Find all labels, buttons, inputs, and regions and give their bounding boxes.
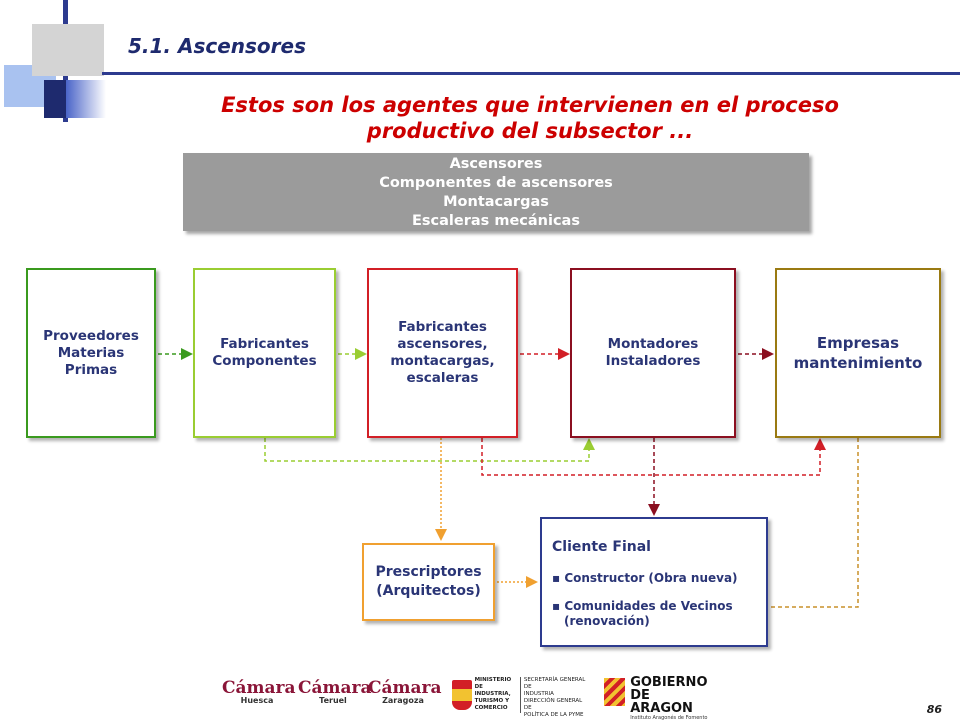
- product-item: Montacargas: [443, 194, 549, 210]
- box-proveedores-label: Proveedores Materias Primas: [43, 327, 139, 378]
- secretaria-text: SECRETARÍA GENERAL DE INDUSTRIA DIRECCIÓ…: [519, 677, 587, 718]
- header-square-blue: [66, 80, 106, 118]
- coat-of-arms-icon: [452, 680, 472, 710]
- cliente-item: ▪ Constructor (Obra nueva): [552, 571, 738, 585]
- product-item: Ascensores: [449, 156, 543, 172]
- arrow-fabricantes-mantenimiento: [481, 438, 826, 476]
- box-cliente-final: Cliente Final ▪ Constructor (Obra nueva)…: [540, 517, 768, 647]
- arrow-mantenimiento-cliente: [731, 438, 859, 613]
- logo-city-text: Huesca: [240, 696, 274, 705]
- logo-city-text: Teruel: [319, 696, 347, 705]
- gobierno-text: GOBIERNO DE ARAGON Instituto Aragonés de…: [630, 675, 708, 721]
- box-montadores-label: Montadores Instaladores: [605, 336, 701, 369]
- logo-camara-text: Cámara: [222, 678, 296, 698]
- logo-city-text: Zaragoza: [382, 696, 424, 705]
- header-square-gray: [32, 24, 104, 76]
- page-number: 86: [926, 703, 942, 716]
- box-fabricantes-componentes-label: Fabricantes Componentes: [212, 336, 317, 369]
- logo-ministerio: MINISTERIO DE INDUSTRIA, TURISMO Y COMER…: [452, 677, 587, 718]
- aragon-flag-icon: [604, 678, 626, 706]
- box-mantenimiento-label: Empresas mantenimiento: [793, 334, 923, 372]
- product-item: Componentes de ascensores: [379, 175, 613, 191]
- arrow-componentes-montadores: [264, 438, 595, 462]
- box-fabricantes-componentes: Fabricantes Componentes: [193, 268, 336, 438]
- cliente-item: ▪ Comunidades de Vecinos: [552, 599, 733, 613]
- ministerio-text: MINISTERIO DE INDUSTRIA, TURISMO Y COMER…: [474, 677, 512, 711]
- box-prescriptores: Prescriptores (Arquitectos): [362, 543, 495, 621]
- box-fabricantes-ascensores: Fabricantes ascensores, montacargas, esc…: [367, 268, 518, 438]
- product-item: Escaleras mecánicas: [412, 213, 580, 229]
- box-fabricantes-ascensores-label: Fabricantes ascensores, montacargas, esc…: [390, 319, 495, 386]
- box-montadores: Montadores Instaladores: [570, 268, 736, 438]
- box-prescriptores-label: Prescriptores (Arquitectos): [375, 564, 482, 599]
- logo-camara-text: Cámara: [298, 678, 372, 698]
- logo-camara-zaragoza: Cámara Zaragoza: [368, 678, 442, 705]
- headline-line-2: productivo del subsector ...: [366, 119, 694, 143]
- logo-camara-huesca: Cámara Huesca: [222, 678, 296, 705]
- box-mantenimiento: Empresas mantenimiento: [775, 268, 941, 438]
- headline-line-1: Estos son los agentes que intervienen en…: [221, 93, 839, 117]
- products-banner: Ascensores Componentes de ascensores Mon…: [183, 153, 809, 231]
- header-square-navy: [44, 80, 66, 118]
- section-title: 5.1. Ascensores: [128, 34, 307, 58]
- logo-gobierno-aragon: GOBIERNO DE ARAGON Instituto Aragonés de…: [604, 675, 714, 721]
- header-rule: [102, 72, 960, 75]
- cliente-item: (renovación): [564, 614, 650, 628]
- logo-camara-teruel: Cámara Teruel: [298, 678, 372, 705]
- logo-camara-text: Cámara: [368, 678, 442, 698]
- box-proveedores: Proveedores Materias Primas: [26, 268, 156, 438]
- headline: Estos son los agentes que intervienen en…: [150, 92, 910, 144]
- cliente-title: Cliente Final: [552, 539, 651, 555]
